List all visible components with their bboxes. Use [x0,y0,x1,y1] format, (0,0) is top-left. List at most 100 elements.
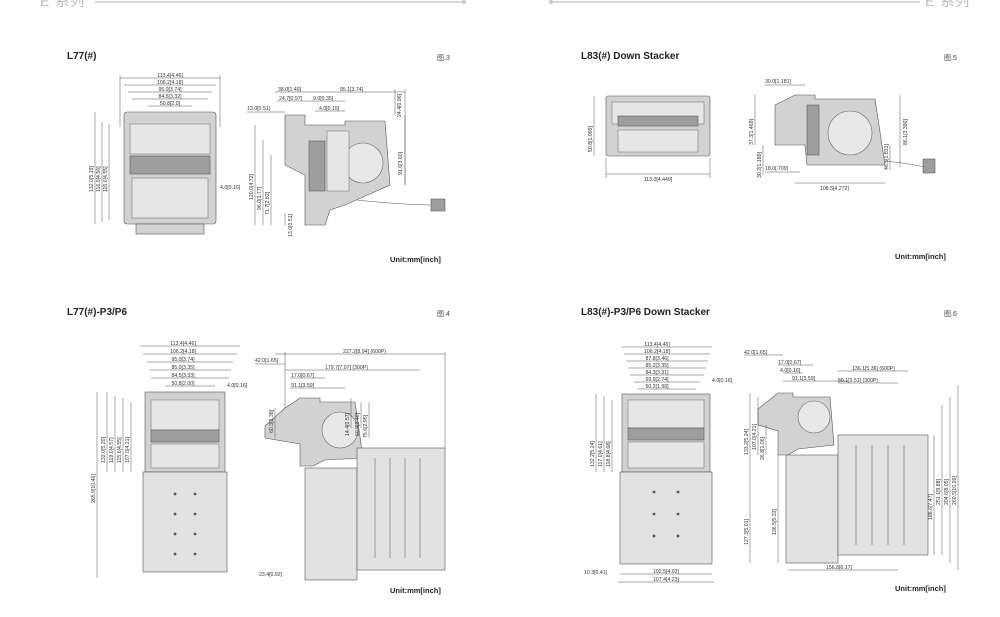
l83p-dim-h-7: 102.5[4.02] [653,569,680,575]
l77p-side-h-4: 91.1[3.59] [291,383,315,389]
unit-label-3: Unit:mm[inch] [390,586,441,595]
l83p-side-v-7: 204.6[8.05] [944,478,950,505]
l77-side-v-3: 13.0[0.51] [288,213,294,237]
l83p-side-h-5: 89.1[3.51] (300P) [838,378,878,384]
l83p-dim-h-8: 107.4[4.23] [653,577,680,583]
figure-label-4: 图.4 [437,311,450,318]
l77p-dim-h-4: 84.5[3.33] [171,373,195,379]
l83-side-0: 30.0[1.181] [765,79,792,85]
l77-side-h-2: 24.7[0.97] [279,96,303,102]
figure-label-5: 图.5 [944,55,957,62]
l83p-dim-v-2: 118.8[4.68] [606,441,612,467]
l77p-dim-h-5: 50.8[2.00] [171,381,195,387]
l77-dim-h-1: 106.2[4.18] [157,80,184,86]
l83-front-v: 50.8[1.999] [588,125,594,152]
l83p-side-v-8: 260.5[10.26] [952,476,958,505]
l77p-side-h-5: 23.4[0.92] [259,572,283,578]
l83p-dim-h-0: 113.4[4.46] [644,342,670,348]
l77p-dim-small: 4.0[0.16] [227,383,248,389]
l77-side-v-5: 91.6[3.60] [398,151,404,175]
l77p-dim-v-1: 119.0[4.57] [109,437,115,463]
l77p-dim-v-0: 132.0[5.20] [101,436,107,463]
l77-side-h-3: 9.0[0.35] [313,96,334,102]
l77-side-h-4: 13.0[0.51] [247,106,271,112]
l77p-dim-v-2: 115.6[4.55] [117,437,123,463]
l77-side-h-1: 95.1[3.74] [340,87,364,93]
l77p-side-v-3: 75.6[2.95] [363,414,369,438]
l77p-side-drawing: 227.2[8.94] (600P) 42.0[1.65] 179.7[7.07… [255,349,446,581]
unit-label-4: Unit:mm[inch] [895,584,946,593]
l83p-dim-v-0: 132.2[5.24] [590,440,596,467]
l83-side-3: 18.0[.709] [765,166,789,172]
l83p-dim-h-5: 69.9[2.74] [645,377,669,383]
l77-side-h-5: 4.0[0.15] [319,106,340,112]
l77p-dim-h-3: 85.0[3.35] [171,365,195,371]
l77-dim-h-3: 84.5[3.32] [158,94,182,100]
unit-label-1: Unit:mm[inch] [390,255,441,264]
l77-side-v-0: 120.0[4.72] [249,173,255,200]
l77-side-v-2: 71.7[2.82] [265,191,271,215]
l83p-dim-h-3: 85.2[3.35] [645,363,669,369]
l83p-side-h-6: 156.8[6.17] [826,565,853,571]
l83-side-1: 37.3[1.469] [749,118,755,145]
figure-label-6: 图.6 [944,311,957,318]
unit-label-2: Unit:mm[inch] [895,252,946,261]
l83p-side-v-1: 107.0[4.21] [752,423,758,450]
l83p-front-drawing: 113.4[4.46] 106.2[4.18] 87.8[3.46] 85.2[… [584,342,733,583]
l77p-dim-v-4: 265.9[10.46] [91,474,97,503]
header-left-text: E 系列 [40,0,86,9]
l83-side-6: 86.1[3.390] [903,118,909,145]
l83-front-drawing: 50.8[1.999] 113.0[4.449] [588,95,711,183]
l83-side-drawing: 30.0[1.181] 37.3[1.469] 30.2[1.189] 18.0… [749,79,936,192]
l77p-side-h-1: 42.0[1.65] [255,358,279,364]
l77-side-drawing: 38.0[1.49] 95.1[3.74] 24.7[0.97] 9.0[0.3… [247,87,446,237]
l77p-side-v-2: 60.9[2.40] [355,412,361,436]
l83p-side-h-4: 136.1[5.36] (600P) [852,366,895,372]
l83p-side-v-0: 133.2[5.24] [744,428,750,455]
l83p-side-drawing: 42.0[1.65] 17.0[0.67] 4.0[0.16] 91.1[3.5… [744,350,959,571]
l77-dim-v-1: 116.0[4.56] [96,166,102,192]
l77p-side-h-0: 227.2[8.94] (600P) [343,349,386,355]
l83p-side-v-5: 188.6[7.47] [928,493,934,520]
l83p-dim-h-1: 106.2[4.18] [644,349,671,355]
l77-side-v-4: 24.4[0.96] [397,93,403,117]
panel-title-l77-p3p6: L77(#)-P3/P6 [67,307,128,318]
l77p-side-v-1: 14.4[0.57] [345,412,351,436]
l83p-side-h-2: 4.0[0.16] [780,368,801,374]
l83p-dim-h-6: 50.2[1.98] [645,384,669,390]
header-right-text: E 系列 [925,0,971,9]
panel-title-l77: L77(#) [67,51,97,62]
l83-side-5: 46.5[1.831] [884,143,890,170]
panel-title-l83-p3p6: L83(#)-P3/P6 Down Stacker [581,307,710,318]
l77-side-h-0: 38.0[1.49] [278,87,302,93]
l77p-side-h-2: 179.7[7.07] (300P) [325,365,368,371]
l83p-dim-h-2: 87.8[3.46] [645,356,669,362]
l77-dim-h-2: 95.0[3.74] [158,87,182,93]
header-rule-right [549,0,920,4]
l83p-dim-v-1: 117.0[4.61] [598,441,604,467]
l77p-dim-h-1: 106.2[4.18] [170,349,197,355]
l83-side-2: 30.2[1.189] [757,151,763,178]
l83p-dim-v-3: 10.3[0.41] [584,570,608,576]
header-rule-left [95,0,466,4]
l83p-dim-small: 4.0[0.16] [712,378,733,384]
l83-side-4: 108.5[4.272] [820,186,849,192]
l77-dim-v-0: 132.0[5.19] [89,165,95,192]
l83-front-h: 113.0[4.449] [644,177,673,183]
l83p-side-h-0: 42.0[1.65] [744,350,768,356]
l77p-dim-h-2: 95.0[3.74] [171,357,195,363]
l77-dim-h-0: 113.4[4.46] [157,73,183,79]
l83p-side-v-4: 136.5[5.33] [772,508,778,535]
l77-dim-h-4: 50.8[2.0] [160,101,181,107]
panel-title-l83: L83(#) Down Stacker [581,51,680,62]
l77-front-drawing: 113.4[4.46] 106.2[4.18] 95.0[3.74] 84.5[… [89,73,241,235]
l83p-side-h-3: 91.1[3.59] [792,376,816,382]
figure-label-3: 图.3 [437,55,450,62]
l77p-side-v-0: 60.3[2.38] [269,409,275,433]
l77-side-v-1: 96.0[3.77] [257,186,263,210]
l77p-dim-v-3: 107.0[4.21] [125,436,131,463]
l83p-side-v-2: 26.8[1.06] [760,436,766,460]
l83p-side-h-1: 17.0[0.67] [778,360,802,366]
l83p-side-v-3: 127.3[5.01] [744,518,750,545]
l77p-side-h-3: 17.0[0.67] [291,373,315,379]
